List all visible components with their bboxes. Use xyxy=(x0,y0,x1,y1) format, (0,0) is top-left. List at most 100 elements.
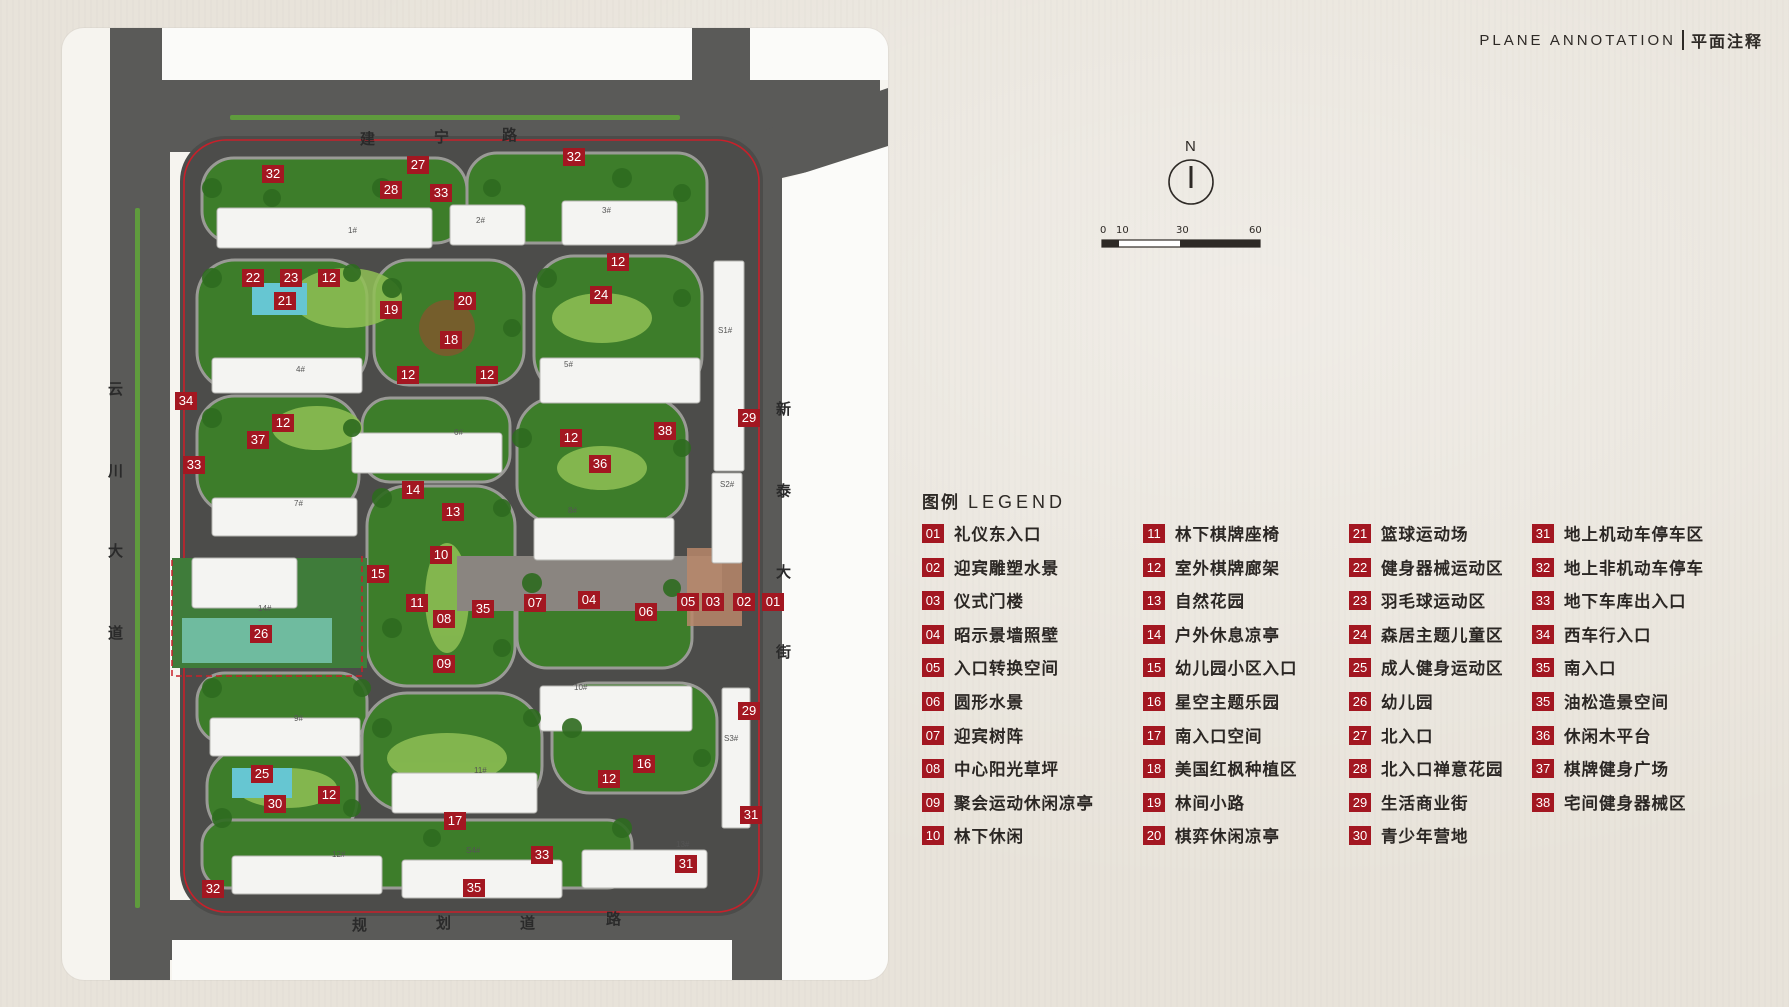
map-marker[interactable]: 32 xyxy=(563,148,585,166)
map-marker[interactable]: 22 xyxy=(242,269,264,287)
scale-tick-10: 10 xyxy=(1116,225,1129,236)
map-marker[interactable]: 38 xyxy=(654,422,676,440)
legend-item-number: 16 xyxy=(1143,691,1165,711)
road-west-char-2: 川 xyxy=(108,462,124,480)
map-marker[interactable]: 12 xyxy=(607,253,629,271)
map-marker[interactable]: 12 xyxy=(476,366,498,384)
map-marker[interactable]: 36 xyxy=(589,455,611,473)
map-marker[interactable]: 28 xyxy=(380,181,402,199)
map-marker[interactable]: 23 xyxy=(280,269,302,287)
legend-item-number: 05 xyxy=(922,657,944,677)
map-marker[interactable]: 33 xyxy=(531,846,553,864)
map-marker[interactable]: 18 xyxy=(440,331,462,349)
legend-item-number: 21 xyxy=(1349,523,1371,543)
map-marker[interactable]: 09 xyxy=(433,655,455,673)
map-marker[interactable]: 27 xyxy=(407,156,429,174)
legend-title-cn: 图例 xyxy=(922,493,960,513)
map-marker[interactable]: 20 xyxy=(454,292,476,310)
map-marker[interactable]: 15 xyxy=(367,565,389,583)
legend-item-label: 羽毛球运动区 xyxy=(1381,592,1486,611)
legend-item-number: 10 xyxy=(922,825,944,845)
map-marker[interactable]: 08 xyxy=(433,610,455,628)
building-label: 1# xyxy=(348,226,357,235)
building-label: S4# xyxy=(466,846,481,855)
road-east-char-1: 新 xyxy=(776,400,792,418)
legend-item-label: 生活商业街 xyxy=(1381,794,1469,813)
map-marker[interactable]: 12 xyxy=(397,366,419,384)
map-marker[interactable]: 12 xyxy=(318,269,340,287)
map-marker[interactable]: 29 xyxy=(738,702,760,720)
legend-item-label: 室外棋牌廊架 xyxy=(1175,559,1280,578)
legend-item-number: 35 xyxy=(1532,657,1554,677)
scale-graphic xyxy=(1101,239,1261,248)
map-marker[interactable]: 14 xyxy=(402,481,424,499)
map-marker[interactable]: 07 xyxy=(524,594,546,612)
legend-item-number: 02 xyxy=(922,557,944,577)
compass-icon xyxy=(1168,159,1214,205)
road-south-char-2: 划 xyxy=(436,914,452,932)
legend-item-number: 35 xyxy=(1532,691,1554,711)
legend-item-number: 31 xyxy=(1532,523,1554,543)
legend-item-number: 08 xyxy=(922,758,944,778)
map-marker[interactable]: 19 xyxy=(380,301,402,319)
map-marker[interactable]: 06 xyxy=(635,603,657,621)
legend-item-label: 户外休息凉亭 xyxy=(1175,626,1280,645)
map-marker[interactable]: 31 xyxy=(675,855,697,873)
road-south-char-4: 路 xyxy=(606,910,622,928)
map-marker[interactable]: 01 xyxy=(762,593,784,611)
map-marker[interactable]: 34 xyxy=(175,392,197,410)
map-marker[interactable]: 37 xyxy=(247,431,269,449)
map-marker[interactable]: 29 xyxy=(738,409,760,427)
map-marker[interactable]: 31 xyxy=(740,806,762,824)
map-marker[interactable]: 26 xyxy=(250,625,272,643)
map-marker[interactable]: 21 xyxy=(274,292,296,310)
map-marker[interactable]: 12 xyxy=(598,770,620,788)
legend-item-number: 01 xyxy=(922,523,944,543)
map-marker[interactable]: 33 xyxy=(430,184,452,202)
map-marker[interactable]: 33 xyxy=(183,456,205,474)
legend-item-number: 28 xyxy=(1349,758,1371,778)
map-marker[interactable]: 16 xyxy=(633,755,655,773)
road-east-char-4: 街 xyxy=(776,643,792,661)
scale-tick-60: 60 xyxy=(1249,225,1262,236)
map-marker[interactable]: 13 xyxy=(442,503,464,521)
map-marker[interactable]: 35 xyxy=(463,879,485,897)
map-marker[interactable]: 35 xyxy=(472,600,494,618)
legend-item-number: 23 xyxy=(1349,590,1371,610)
map-marker[interactable]: 12 xyxy=(318,786,340,804)
map-marker[interactable]: 12 xyxy=(560,429,582,447)
site-plan-drawing xyxy=(110,28,888,980)
map-marker[interactable]: 10 xyxy=(430,546,452,564)
map-marker[interactable]: 17 xyxy=(444,812,466,830)
map-marker[interactable]: 02 xyxy=(733,593,755,611)
road-east-char-3: 大 xyxy=(776,563,792,581)
map-marker[interactable]: 32 xyxy=(202,880,224,898)
legend-item-label: 油松造景空间 xyxy=(1564,693,1669,712)
legend-item-label: 中心阳光草坪 xyxy=(954,760,1059,779)
map-marker[interactable]: 04 xyxy=(578,591,600,609)
legend-item-label: 迎宾雕塑水景 xyxy=(954,559,1059,578)
legend-item-number: 19 xyxy=(1143,792,1165,812)
map-marker[interactable]: 30 xyxy=(264,795,286,813)
map-marker[interactable]: 12 xyxy=(272,414,294,432)
building-label: 5# xyxy=(564,360,573,369)
building-label: 4# xyxy=(296,365,305,374)
map-marker[interactable]: 03 xyxy=(702,593,724,611)
map-marker[interactable]: 11 xyxy=(406,594,428,612)
legend-item-label: 健身器械运动区 xyxy=(1381,559,1504,578)
map-marker[interactable]: 24 xyxy=(590,286,612,304)
map-marker[interactable]: 05 xyxy=(677,593,699,611)
map-marker[interactable]: 32 xyxy=(262,165,284,183)
legend-item-label: 休闲木平台 xyxy=(1564,727,1652,746)
map-marker[interactable]: 25 xyxy=(251,765,273,783)
